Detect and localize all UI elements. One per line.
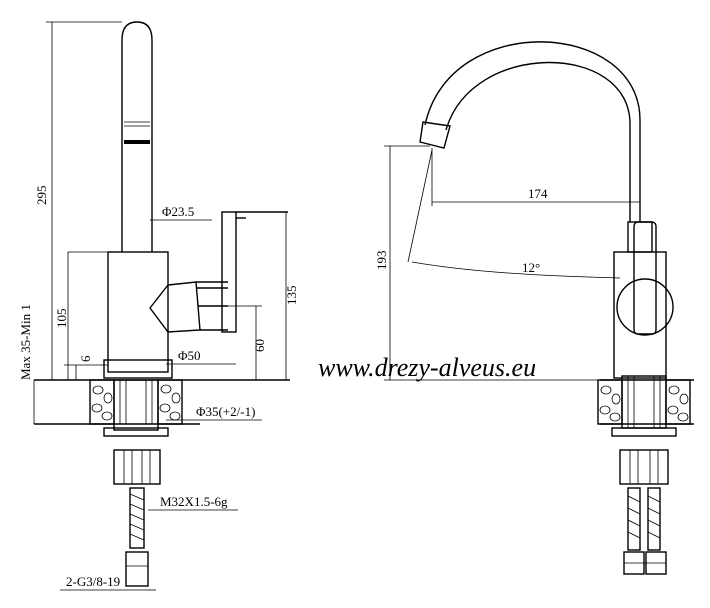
dim-thread: M32X1.5-6g: [160, 494, 228, 509]
faucet-body-right: [613, 251, 667, 379]
base-flange: [103, 359, 173, 379]
handle-circle: [616, 278, 674, 336]
dim-handle-lower: 60: [252, 339, 267, 352]
hose-right-1: [627, 487, 641, 551]
washer: [103, 427, 169, 437]
dim-body-height: 105: [54, 309, 69, 329]
dim-offset: 6: [78, 355, 93, 362]
mounting-nut: [113, 449, 161, 485]
spout-tip: [419, 121, 451, 149]
dim-handle-height: 135: [284, 286, 299, 306]
handle-lever-right: [633, 221, 657, 335]
shank-right: [621, 375, 667, 429]
angle-arc: [411, 261, 621, 279]
gooseneck-inner: [445, 61, 631, 222]
dim-hole-diameter: Φ35(+2/-1): [196, 404, 255, 419]
dim-height-total: 295: [34, 186, 49, 206]
nut-right: [619, 449, 669, 485]
hose-right-2: [647, 487, 661, 551]
dim-angle: 12°: [522, 260, 540, 275]
gooseneck-outer: [424, 41, 641, 222]
watermark-text: www.drezy-alveus.eu: [318, 353, 536, 382]
dim-outlet-height: 193: [374, 251, 389, 271]
dim-reach: 174: [528, 186, 548, 201]
spout-tube: [121, 21, 153, 220]
handle-lever: [221, 211, 237, 333]
threaded-shank: [113, 379, 159, 431]
lever-housing: [149, 281, 201, 333]
dim-mount-range: Max 35-Min 1: [18, 304, 33, 380]
aerator-icon: [124, 140, 150, 144]
right-view: [384, 41, 694, 575]
dim-hose-thread: 2-G3/8-19: [66, 574, 120, 589]
supply-hose: [129, 487, 145, 549]
washer-right: [611, 427, 677, 437]
dim-spout-diameter: Φ23.5: [162, 204, 194, 219]
left-view: [33, 21, 290, 591]
dim-body-diameter: Φ50: [178, 348, 201, 363]
upper-body: [627, 221, 653, 253]
faucet-body: [107, 251, 169, 373]
hose-fitting: [125, 551, 149, 587]
